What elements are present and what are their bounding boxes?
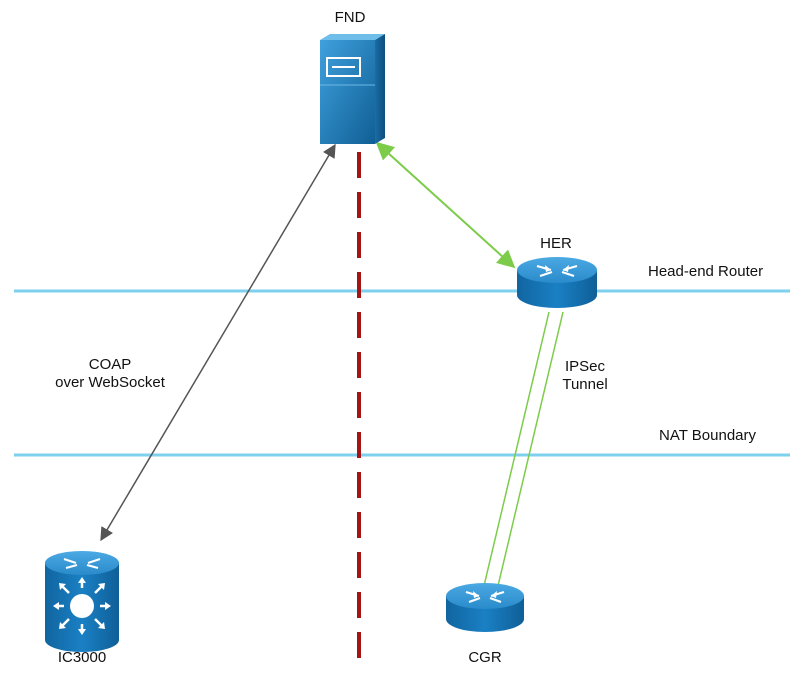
ipsec-tunnel-line-1 [482,311,550,591]
coap-label-line1: COAP [88,356,132,373]
ic3000-switch-icon [45,551,119,652]
cgr-label: CGR [468,649,502,666]
cgr-router-icon [446,583,524,632]
her-label: HER [540,235,572,252]
fnd-ic3000-link [100,143,336,542]
coap-label-line2: over WebSocket [55,374,165,391]
her-router-icon [517,257,597,308]
fnd-her-link [375,141,516,269]
ipsec-label-line1: IPSec [564,358,606,375]
head-end-router-label: Head-end Router [648,263,764,280]
nat-boundary-label: NAT Boundary [659,427,756,444]
fnd-label: FND [334,9,366,26]
ipsec-label-line2: Tunnel [562,376,608,393]
fnd-server-icon [320,34,385,144]
ic3000-label: IC3000 [57,649,107,666]
ipsec-tunnel-line-2 [496,311,564,591]
